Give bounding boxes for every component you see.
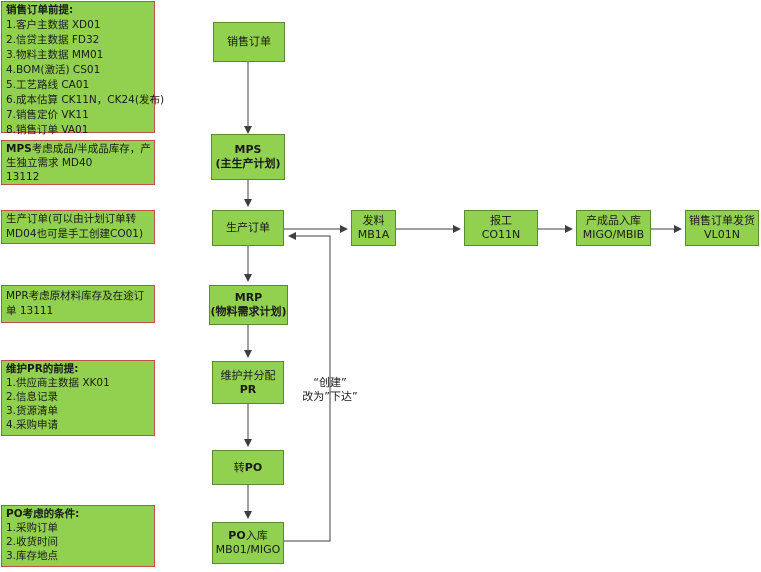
node-title: MRP [234, 291, 263, 304]
node-code: MB1A [357, 228, 390, 241]
note-item: 2.信贷主数据 FD32 [6, 34, 100, 46]
note-item: 6.成本估算 CK11N，CK24(发布) [6, 94, 165, 106]
note-mps-line2: 生独立需求 MD40 [6, 157, 93, 169]
node-code: VL01N [704, 228, 740, 241]
node-title: 报工 [490, 214, 512, 227]
node-maintain-pr[interactable]: 维护并分配PR [212, 361, 284, 404]
node-label: 生产订单 [226, 221, 270, 234]
node-code: MIGO/MBIB [582, 228, 645, 241]
node-bold: PR [239, 382, 257, 396]
note-item: 8.销售订单 VA01 [6, 124, 89, 136]
note-item: 1.采购订单 [6, 522, 59, 534]
node-title: 产成品入库 [586, 214, 641, 227]
node-sub: (主生产计划) [215, 157, 281, 170]
note-item: 4.采购申请 [6, 419, 59, 431]
node-bold: PO [244, 460, 263, 474]
node-text: 转 [233, 460, 245, 474]
node-to-po[interactable]: 转PO [212, 450, 284, 485]
note-mrp-line2: 单 13111 [6, 305, 54, 317]
note-mps-bold: MPS [6, 143, 32, 155]
arrow-receipt-to-production [283, 232, 331, 542]
note-po-conditions: PO考虑的条件: 1.采购订单 2.收货时间 3.库存地点 [1, 505, 155, 567]
note-item: 3.货源清单 [6, 405, 59, 417]
note-sales-prereq: 销售订单前提: 1.客户主数据 XD01 2.信贷主数据 FD32 3.物料主数… [1, 1, 165, 136]
note-item: 4.BOM(激活) CS01 [6, 64, 101, 76]
node-report[interactable]: 报工 CO11N [464, 210, 538, 246]
note-item: 7.销售定价 VK11 [6, 109, 89, 121]
note-production-line1: 生产订单(可以由计划订单转 [6, 213, 137, 225]
node-mrp[interactable]: MRP (物料需求计划) [209, 285, 288, 325]
node-fg-receipt[interactable]: 产成品入库 MIGO/MBIB [576, 210, 651, 246]
note-item: 3.库存地点 [6, 550, 59, 562]
note-mrp-line1: MPR考虑原材料库存及在途订 [6, 290, 145, 302]
node-production-order[interactable]: 生产订单 [212, 210, 284, 246]
note-mps-line1: 考虑成品/半成品库存，产 [31, 143, 151, 155]
note-title: 销售订单前提: [6, 4, 74, 16]
note-title: 维护PR的前提: [6, 363, 79, 375]
node-title: 销售订单发货 [689, 214, 755, 227]
node-text: 维护并分配 [220, 368, 276, 382]
note-mps-line3: 13112 [6, 171, 40, 183]
note-item: 2.信息记录 [6, 391, 59, 403]
node-title: 发料 [362, 214, 385, 227]
note-mrp: MPR考虑原材料库存及在途订 单 13111 [1, 285, 155, 323]
node-mps[interactable]: MPS (主生产计划) [211, 134, 285, 180]
annotation-line2: 改为”下达” [302, 390, 358, 403]
note-title: PO考虑的条件: [6, 508, 80, 520]
node-issue[interactable]: 发料 MB1A [351, 210, 396, 246]
node-sales-order[interactable]: 销售订单 [213, 22, 285, 62]
node-title: MPS [234, 143, 262, 156]
note-item: 5.工艺路线 CA01 [6, 79, 90, 91]
annotation-line1: “创建” [313, 376, 347, 389]
node-code: MB01/MIGO [215, 543, 281, 556]
node-label: 销售订单 [227, 35, 271, 48]
node-text: 入库 [245, 529, 268, 542]
node-po-receipt[interactable]: PO入库 MB01/MIGO [212, 522, 284, 564]
note-item: 1.供应商主数据 XK01 [6, 377, 110, 389]
node-sub: (物料需求计划) [210, 305, 287, 318]
note-item: 1.客户主数据 XD01 [6, 19, 101, 31]
note-production-line2: MD04也可是手工创建CO01) [6, 228, 144, 240]
note-pr-prereq: 维护PR的前提: 1.供应商主数据 XK01 2.信息记录 3.货源清单 4.采… [1, 360, 155, 436]
note-mps: MPS考虑成品/半成品库存，产 生独立需求 MD40 13112 [1, 140, 155, 185]
note-production-order: 生产订单(可以由计划订单转 MD04也可是手工创建CO01) [1, 210, 155, 244]
node-delivery[interactable]: 销售订单发货 VL01N [685, 210, 759, 246]
note-item: 2.收货时间 [6, 536, 59, 548]
note-item: 3.物料主数据 MM01 [6, 49, 104, 61]
node-bold: PO [228, 529, 246, 542]
node-code: CO11N [481, 228, 521, 241]
annotation-create-to-release: “创建” 改为”下达” [285, 376, 375, 404]
